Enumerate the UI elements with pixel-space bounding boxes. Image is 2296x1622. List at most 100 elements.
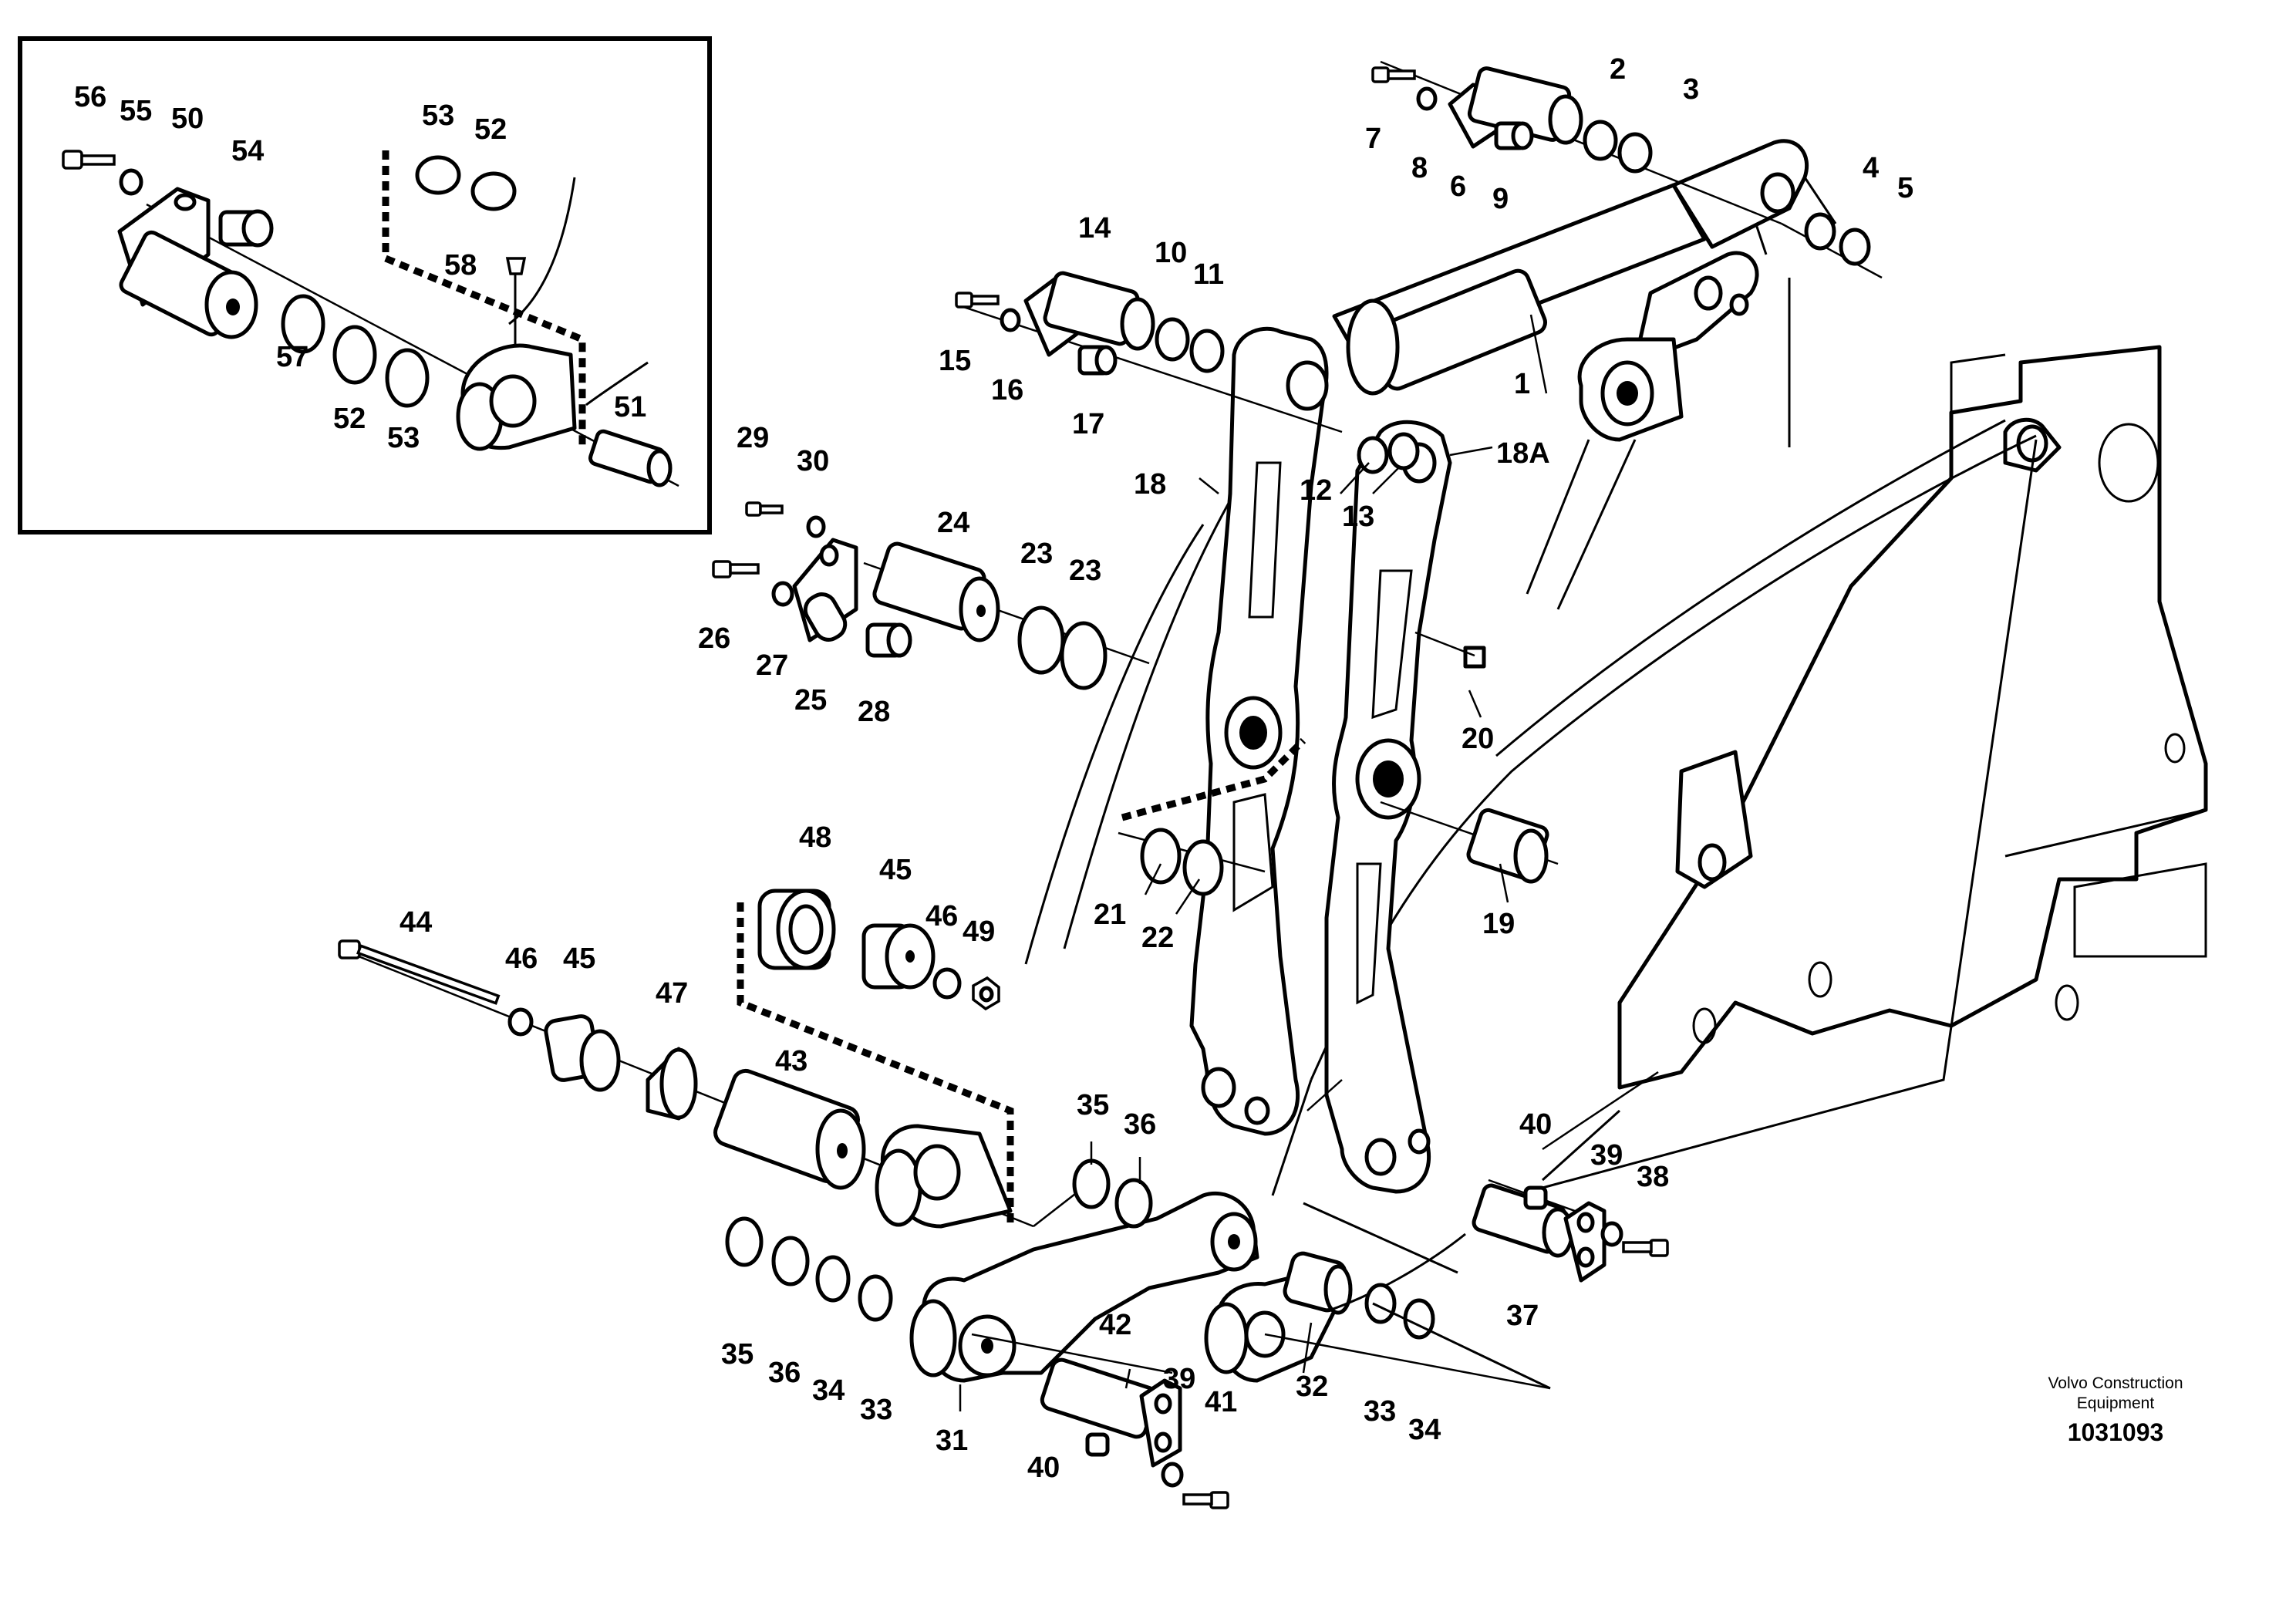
callout-46-a: 46 — [505, 943, 538, 975]
bushing-group-19 — [1118, 737, 1559, 896]
spacer-54 — [218, 209, 274, 248]
callout-58: 58 — [444, 249, 477, 282]
callout-37: 37 — [1506, 1300, 1539, 1332]
callout-28: 28 — [858, 696, 890, 728]
callout-2: 2 — [1610, 53, 1626, 86]
callout-34-left: 34 — [812, 1374, 845, 1407]
ring-23a — [1017, 605, 1065, 675]
callout-41: 41 — [1205, 1386, 1237, 1418]
callout-57: 57 — [276, 341, 308, 373]
washer-27 — [771, 581, 794, 607]
bolt-29 — [745, 501, 784, 517]
rod-44 — [338, 939, 501, 1005]
bolt-41 — [1182, 1491, 1229, 1509]
callout-43: 43 — [775, 1045, 807, 1077]
ring-53-upper — [415, 155, 461, 195]
spacer-48 — [757, 889, 836, 970]
ring-35-right — [1072, 1158, 1111, 1209]
callout-53-lower: 53 — [387, 422, 420, 454]
callout-55: 55 — [120, 95, 152, 127]
callout-18a: 18A — [1496, 437, 1550, 470]
callout-6: 6 — [1450, 170, 1466, 203]
bolt-38 — [1622, 1239, 1669, 1257]
callout-26: 26 — [698, 622, 730, 655]
block-20 — [1463, 646, 1486, 669]
callout-labels: 56 55 50 54 53 52 58 57 52 53 51 2 3 7 8… — [74, 53, 1913, 1484]
callout-23-b: 23 — [1069, 555, 1101, 587]
loader-frame — [1617, 207, 2208, 1090]
bushing-50 — [117, 187, 258, 339]
pin-group-14 — [955, 271, 1343, 433]
callout-32: 32 — [1296, 1371, 1328, 1403]
callout-3: 3 — [1683, 73, 1699, 106]
ring-36-left — [771, 1236, 810, 1286]
callout-56: 56 — [74, 81, 106, 113]
callout-46-b: 46 — [925, 900, 958, 932]
ring-2 — [1583, 120, 1618, 161]
bolt-15 — [955, 292, 1000, 309]
bolt-7 — [1371, 66, 1416, 83]
ring-5 — [1839, 228, 1871, 266]
callout-15: 15 — [939, 345, 971, 377]
arm-end-inset — [456, 343, 577, 451]
callout-12: 12 — [1300, 474, 1332, 507]
callout-51: 51 — [614, 391, 646, 423]
callout-54: 54 — [231, 135, 264, 167]
callout-30: 30 — [797, 445, 829, 477]
callout-14: 14 — [1078, 212, 1111, 244]
pin-group-24 — [712, 501, 1150, 690]
ring-34-right — [1403, 1298, 1435, 1340]
ring-52-lower — [332, 325, 377, 385]
ring-36-right — [1114, 1178, 1153, 1229]
callout-5: 5 — [1897, 172, 1913, 204]
callout-50: 50 — [171, 103, 204, 135]
washer-16 — [1000, 308, 1021, 332]
ring-53-lower — [385, 348, 430, 408]
ring-12 — [1357, 436, 1389, 474]
link-18 — [1189, 326, 1329, 1136]
callout-21: 21 — [1094, 899, 1126, 931]
callout-49: 49 — [963, 916, 995, 948]
callout-42: 42 — [1099, 1309, 1131, 1341]
callout-35-right: 35 — [1077, 1089, 1109, 1121]
washer-30 — [806, 515, 826, 538]
callout-52-upper: 52 — [474, 113, 507, 146]
bolt-26 — [712, 560, 760, 578]
document-number: 1031093 — [2068, 1418, 2164, 1446]
callout-13: 13 — [1342, 501, 1374, 533]
callout-38: 38 — [1637, 1161, 1669, 1193]
ring-35-left — [725, 1216, 764, 1267]
callout-29: 29 — [737, 422, 769, 454]
callout-24: 24 — [937, 507, 969, 539]
washer-46 — [507, 1007, 534, 1037]
callout-53-upper: 53 — [422, 99, 454, 132]
bolt-56 — [62, 150, 116, 170]
ring-21 — [1140, 828, 1182, 885]
callout-39-right: 39 — [1590, 1139, 1623, 1172]
ring-52-upper — [470, 171, 517, 211]
callout-45-a: 45 — [563, 943, 595, 975]
ring-4 — [1804, 212, 1836, 251]
callout-36-right: 36 — [1124, 1108, 1156, 1141]
link-18a — [1324, 420, 1486, 1194]
callout-16: 16 — [991, 374, 1023, 406]
callout-4: 4 — [1863, 152, 1879, 184]
callout-27: 27 — [756, 649, 788, 682]
ring-34-left — [815, 1255, 851, 1303]
callout-33-left: 33 — [860, 1394, 892, 1426]
callout-19: 19 — [1482, 908, 1515, 940]
tilt-cylinder-1 — [1332, 139, 1837, 610]
callout-40-left: 40 — [1027, 1452, 1060, 1484]
washer-55 — [119, 168, 143, 196]
callout-33-right: 33 — [1364, 1395, 1396, 1428]
callout-47: 47 — [656, 977, 688, 1010]
callout-7: 7 — [1365, 123, 1381, 155]
callout-22: 22 — [1141, 922, 1174, 954]
ring-13 — [1387, 432, 1420, 470]
brand-line-2: Equipment — [2077, 1394, 2155, 1412]
ring-22 — [1182, 839, 1224, 896]
callout-1: 1 — [1514, 368, 1530, 400]
ring-11 — [1189, 329, 1225, 373]
inset-detail-box — [18, 36, 712, 534]
